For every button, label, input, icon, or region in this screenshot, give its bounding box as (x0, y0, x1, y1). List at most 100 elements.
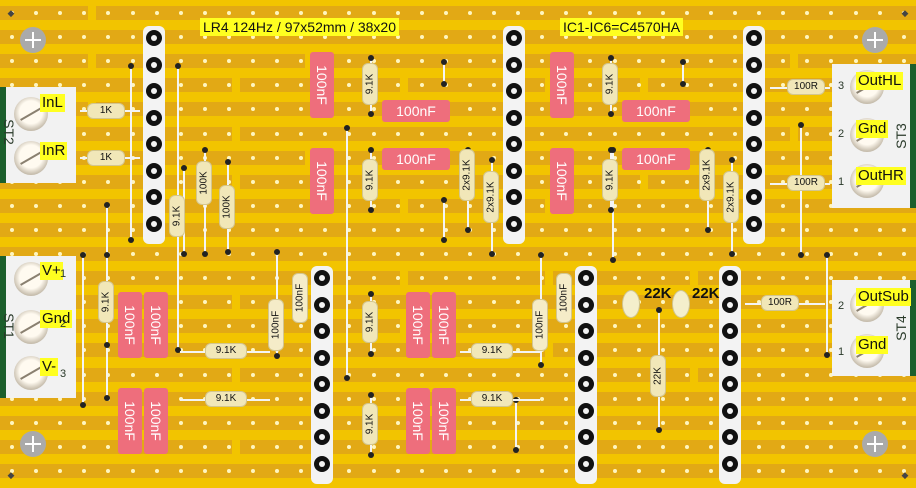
drill-hole (516, 324, 521, 329)
drill-hole (251, 107, 255, 112)
drill-hole (733, 11, 737, 15)
drill-hole (443, 35, 448, 40)
drill-hole (419, 83, 424, 88)
resistor-9k1: 9.1K (99, 282, 113, 322)
drill-hole (419, 203, 424, 208)
drill-hole (371, 107, 376, 112)
drill-hole (347, 107, 352, 112)
drill-hole (395, 276, 400, 281)
drill-hole (829, 396, 834, 401)
drill-hole (853, 420, 858, 425)
capacitor-100nf: 100nF (382, 100, 450, 122)
drill-hole (829, 444, 834, 449)
socket-pin (578, 323, 594, 339)
strip-cut (232, 367, 240, 382)
drill-hole (58, 396, 63, 401)
drill-hole (130, 179, 135, 184)
ic-socket-ic3 (743, 26, 765, 244)
drill-hole (371, 35, 376, 40)
drill-hole (660, 324, 665, 329)
drill-hole (275, 372, 280, 377)
drill-hole (901, 227, 906, 232)
drill-hole (395, 420, 400, 425)
drill-hole (299, 155, 304, 160)
drill-hole (708, 107, 713, 112)
ic-title: IC1-IC6=C4570HA (560, 18, 684, 36)
corner-marker: ◆ (7, 8, 15, 18)
drill-hole (540, 372, 545, 377)
drill-hole (708, 468, 713, 473)
drill-hole (660, 468, 665, 473)
drill-hole (781, 59, 786, 64)
drill-hole (154, 276, 159, 281)
drill-hole (901, 252, 906, 256)
drill-hole (781, 107, 786, 112)
drill-hole (733, 252, 737, 256)
drill-hole (226, 131, 231, 136)
drill-hole (781, 227, 786, 232)
drill-hole (829, 155, 834, 160)
drill-hole (516, 468, 521, 473)
drill-hole (299, 252, 304, 256)
drill-hole (443, 179, 448, 184)
resistor-9k1: 9.1K (206, 344, 246, 358)
drill-hole (805, 131, 810, 136)
drill-hole (612, 252, 617, 256)
pin-label-outhl: OutHL (856, 72, 904, 90)
drill-hole (82, 11, 87, 15)
drill-hole (636, 348, 641, 353)
drill-hole (853, 276, 858, 281)
drill-hole (34, 252, 39, 256)
drill-hole (540, 155, 545, 160)
resistor-9k1: 9.1K (170, 196, 184, 236)
drill-hole (708, 420, 713, 425)
copper-strip (0, 30, 916, 45)
socket-pin (314, 402, 330, 419)
copper-strip (0, 78, 916, 93)
socket-pin (146, 215, 162, 232)
socket-pin (146, 109, 162, 126)
drill-hole (275, 11, 280, 15)
drill-hole (10, 420, 14, 425)
drill-hole (708, 396, 713, 401)
socket-pin (146, 162, 162, 179)
drill-hole (564, 252, 569, 256)
strip-cut (88, 6, 96, 20)
drill-hole (781, 468, 786, 473)
drill-hole (443, 227, 448, 232)
drill-hole (58, 83, 63, 88)
drill-hole (805, 107, 810, 112)
drill-hole (467, 107, 472, 112)
drill-hole (492, 11, 496, 15)
drill-hole (829, 468, 834, 473)
wire-link (798, 122, 804, 258)
drill-hole (347, 348, 352, 353)
drill-hole (371, 59, 376, 64)
capacitor-100nf: 100nF (406, 292, 430, 358)
drill-hole (58, 252, 63, 256)
drill-hole (154, 468, 159, 473)
drill-hole (202, 59, 207, 64)
drill-hole (467, 348, 472, 353)
drill-hole (251, 300, 255, 305)
drill-hole (10, 252, 14, 256)
drill-hole (877, 468, 882, 473)
drill-hole (275, 155, 280, 160)
capacitor-100nf: 100nF (533, 300, 547, 350)
drill-hole (588, 227, 593, 232)
socket-pin (314, 376, 330, 392)
drill-hole (757, 420, 762, 425)
drill-hole (202, 11, 207, 15)
drill-hole (660, 420, 665, 425)
capacitor-100nf: 100nF (550, 52, 574, 118)
drill-hole (564, 131, 569, 136)
drill-hole (612, 396, 617, 401)
copper-strip (0, 174, 916, 189)
corner-marker: ◆ (901, 8, 909, 18)
drill-hole (636, 252, 641, 256)
drill-hole (467, 396, 472, 401)
drill-hole (492, 324, 496, 329)
drill-hole (877, 396, 882, 401)
resistor-lead (181, 165, 187, 257)
drill-hole (467, 420, 472, 425)
